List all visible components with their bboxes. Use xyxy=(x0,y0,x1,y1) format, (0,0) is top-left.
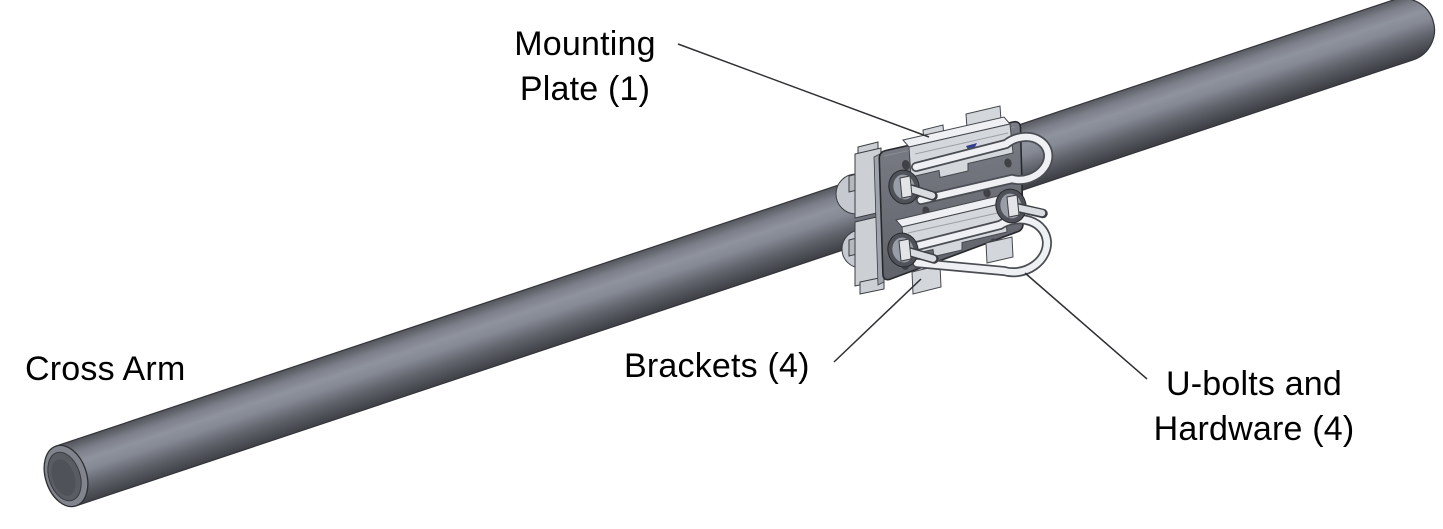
brackets-leader-line xyxy=(833,278,922,363)
bolt-hardware-top-left xyxy=(888,169,938,205)
top-bracket-seam xyxy=(914,132,1009,155)
label-u-bolts-line1: U-bolts and xyxy=(1165,365,1343,403)
label-u-bolts-line2: Hardware (4) xyxy=(1153,410,1355,448)
cross-arm-open-end xyxy=(43,444,89,508)
label-cross-arm: Cross Arm xyxy=(25,350,186,388)
hex-nut xyxy=(898,238,912,262)
u-bolts-leader-line xyxy=(1024,272,1148,380)
leader-lines xyxy=(677,43,1148,380)
top-u-bolt xyxy=(911,131,1054,205)
mounting-plate-leader-line xyxy=(677,43,930,138)
label-u-bolts: U-bolts and Hardware (4) xyxy=(1130,362,1378,452)
label-mounting-plate-line1: Mounting xyxy=(514,25,656,63)
label-brackets: Brackets (4) xyxy=(624,347,810,385)
cross-arm-tube-body xyxy=(55,0,1436,507)
hex-nut xyxy=(899,175,913,199)
rear-clamp-hardware xyxy=(835,141,885,295)
bolt-hardware-right xyxy=(995,188,1048,224)
bolt-hardware-bottom-left xyxy=(887,232,939,268)
cross-arm-tube xyxy=(43,0,1436,508)
bottom-bracket-seam xyxy=(907,211,1003,234)
label-mounting-plate-line2: Plate (1) xyxy=(519,70,651,108)
label-mounting-plate: Mounting Plate (1) xyxy=(480,22,690,112)
hex-nut xyxy=(1006,194,1020,218)
